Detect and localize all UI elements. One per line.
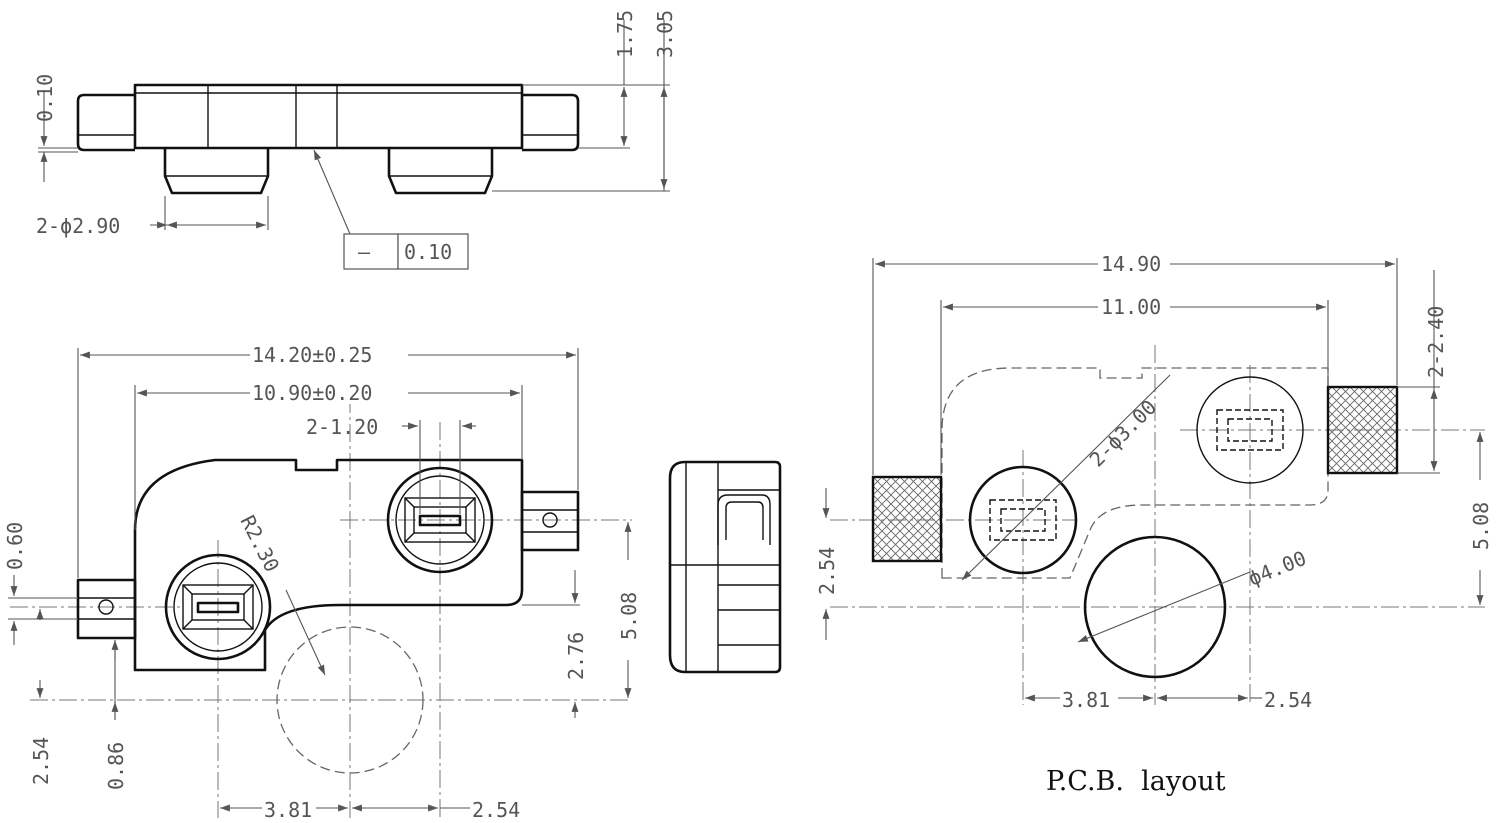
dim-radius: R2.30 [236,511,285,576]
dim-5-08-top: 5.08 [617,592,641,640]
pcb-layout: 14.90 11.00 2-2.40 2-ϕ3.00 ϕ4.00 5.08 2.… [815,251,1493,797]
pcb-dim-hole-diameter: 2-ϕ3.00 [1085,395,1162,472]
dim-2-54-vertical: 2.54 [29,737,53,785]
dim-3-81: 3.81 [264,798,312,822]
flatness-symbol: — [358,240,371,264]
end-view [668,460,782,674]
side-view: 0.10 1.75 3.05 2-ϕ2.90 — 0.10 [33,10,677,270]
dim-pin-diameter: 2-ϕ2.90 [36,214,120,238]
top-view: 14.20±0.25 10.90±0.20 2-1.20 R2.30 0.60 … [3,342,641,822]
dim-2-54-horizontal: 2.54 [472,798,520,822]
dim-0-60: 0.60 [3,522,27,570]
dim-1-75: 1.75 [613,10,637,58]
pcb-dim-big-hole: ϕ4.00 [1245,546,1310,591]
dim-0-86: 0.86 [104,742,128,790]
dim-slot: 2-1.20 [306,415,378,439]
dim-0-10: 0.10 [33,74,57,122]
pcb-layout-title: P.C.B. layout [1046,766,1226,797]
pcb-dim-2-54-horizontal: 2.54 [1264,688,1312,712]
pcb-dim-3-81: 3.81 [1062,688,1110,712]
pcb-dim-total-width: 14.90 [1101,252,1161,276]
dim-body-width: 10.90±0.20 [252,381,372,405]
dim-3-05: 3.05 [653,10,677,58]
dim-2-76: 2.76 [564,632,588,680]
pcb-dim-pad-span: 11.00 [1101,295,1161,319]
dim-total-width: 14.20±0.25 [252,343,372,367]
pcb-dim-2-54-vertical: 2.54 [815,547,839,595]
flatness-value: 0.10 [404,240,452,264]
pcb-dim-pad-width: 2-2.40 [1424,306,1448,378]
pcb-dim-5-08: 5.08 [1469,502,1493,550]
